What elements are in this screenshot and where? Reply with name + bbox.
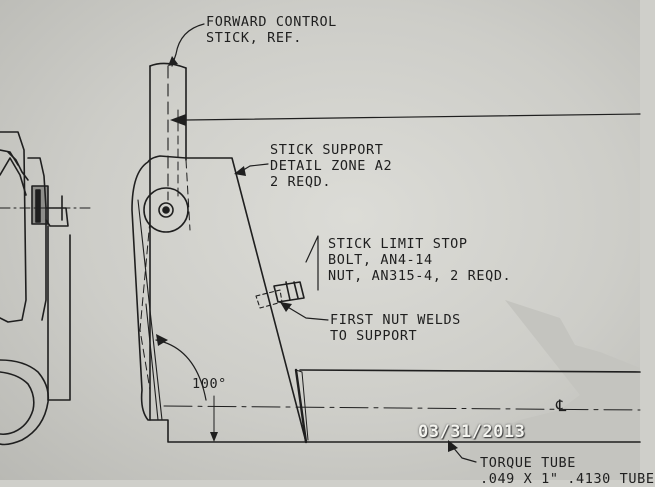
label-line: STICK SUPPORT xyxy=(270,142,384,158)
reference-arrow xyxy=(170,114,186,126)
paper-fold xyxy=(470,300,640,480)
date-stamp: 03/31/2013 xyxy=(418,422,526,442)
label-line: .049 X 1" .4130 TUBE xyxy=(480,471,655,487)
label-line: STICK, REF. xyxy=(206,30,303,46)
stick-support-label: STICK SUPPORT DETAIL ZONE A2 2 REQD. xyxy=(270,142,392,190)
stick-limit-stop-bolt xyxy=(255,235,319,309)
dim-arrow xyxy=(210,432,218,442)
weld-leader xyxy=(285,305,329,321)
label-line: TO SUPPORT xyxy=(330,328,418,344)
angle-arrow xyxy=(156,334,168,346)
centerline-symbol: ℄ xyxy=(556,396,567,415)
support-leader-arrow xyxy=(234,166,246,176)
label-line: 2 REQD. xyxy=(270,174,332,190)
label-line: NUT, AN315-4, 2 REQD. xyxy=(328,268,512,284)
centerline xyxy=(163,405,641,411)
label-line: FORWARD CONTROL xyxy=(206,14,337,30)
label-line: FIRST NUT WELDS xyxy=(330,312,461,328)
stick-limit-stop-label: STICK LIMIT STOP BOLT, AN4-14 NUT, AN315… xyxy=(328,236,511,284)
reference-line xyxy=(185,113,641,121)
stick-leader-arrow xyxy=(168,56,178,66)
stick-leader xyxy=(171,23,205,67)
engineering-drawing xyxy=(0,23,641,480)
label-line: STICK LIMIT STOP xyxy=(328,236,468,252)
torque-tube-label: TORQUE TUBE .049 X 1" .4130 TUBE xyxy=(480,455,655,487)
torque-tube-top xyxy=(299,369,641,373)
angle-label: 100° xyxy=(192,376,227,392)
left-assembly xyxy=(0,131,93,446)
weld-leader-arrow xyxy=(280,302,292,312)
label-line: TORQUE TUBE xyxy=(480,455,577,471)
forward-control-stick-label: FORWARD CONTROL STICK, REF. xyxy=(206,14,337,46)
torque-tube-leader xyxy=(451,445,477,463)
torque-tube-leader-arrow xyxy=(448,440,458,452)
label-line: BOLT, AN4-14 xyxy=(328,252,433,268)
label-line: DETAIL ZONE A2 xyxy=(270,158,393,174)
first-nut-welds-label: FIRST NUT WELDS TO SUPPORT xyxy=(330,312,461,344)
stick-support-plate xyxy=(131,155,309,444)
